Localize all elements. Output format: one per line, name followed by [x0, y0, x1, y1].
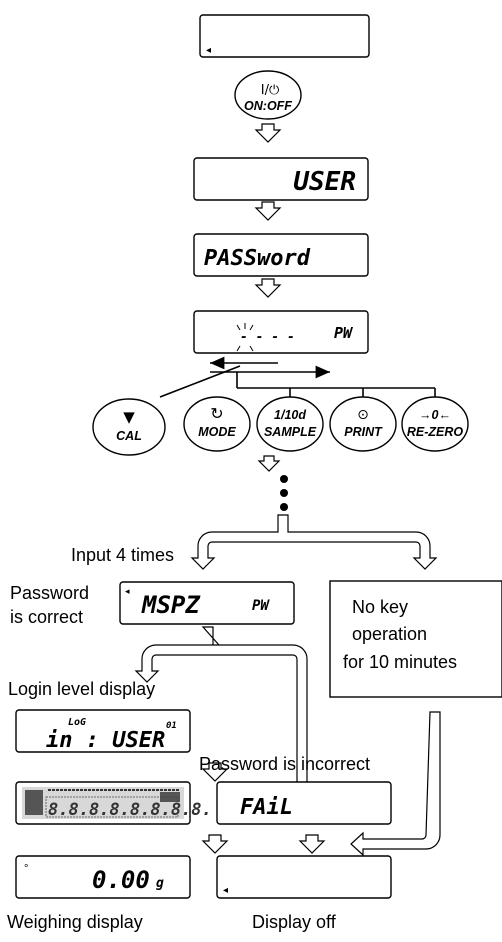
- login-main-text: in : USER: [46, 728, 165, 753]
- timeout-arrow-icon: [350, 711, 441, 857]
- fail-display-text: FAiL: [240, 795, 293, 820]
- sample-key-label: SAMPLE: [264, 425, 317, 439]
- key-arrows: [159, 356, 436, 400]
- display-password: PASSword: [193, 233, 369, 277]
- sample-key[interactable]: 1/10d SAMPLE: [256, 396, 324, 452]
- on-off-key-label: ON:OFF: [244, 99, 292, 113]
- blink-icon: [236, 323, 254, 352]
- print-key-label: PRINT: [344, 425, 383, 439]
- display-fail: FAiL: [216, 781, 392, 825]
- stable-indicator: °: [24, 863, 28, 875]
- display-weighing: ° 0.00 g: [15, 855, 191, 899]
- cal-key[interactable]: ▼ CAL: [92, 398, 166, 456]
- triangle-down-icon: ▼: [123, 408, 135, 426]
- display-off-bottom: ◂: [216, 855, 392, 899]
- on-off-key[interactable]: I/⏻ ON:OFF: [234, 70, 302, 120]
- power-icon: I/⏻: [261, 83, 280, 98]
- password-correct-label-2: is correct: [10, 607, 83, 627]
- down-arrow-icon: [201, 834, 229, 854]
- mode-key-label: MODE: [198, 425, 236, 439]
- display-login: LoG in : USER 01: [15, 709, 191, 753]
- password-incorrect-label: Password is incorrect: [199, 754, 370, 774]
- down-arrow-icon: [254, 278, 282, 298]
- password-correct-label-1: Password: [10, 583, 89, 603]
- sample-key-symbol: 1/10d: [274, 408, 306, 422]
- down-arrow-icon: [201, 762, 229, 782]
- mode-key[interactable]: ↻ MODE: [183, 396, 251, 452]
- down-arrow-icon: [298, 834, 326, 854]
- display-indicator: ◂: [223, 885, 228, 896]
- cal-key-label: CAL: [116, 429, 142, 443]
- repeat-dots: [280, 475, 288, 511]
- rezero-icon: →0←: [419, 408, 451, 422]
- display-correct: ◂ MSPZ PW: [119, 581, 295, 625]
- user-display-text: USER: [293, 167, 356, 197]
- pw-digits: - - - -: [240, 330, 295, 345]
- display-indicator: ◂: [206, 45, 211, 56]
- display-user: USER: [193, 157, 369, 201]
- flow-arrows: [201, 123, 326, 854]
- login-level-label: Login level display: [8, 679, 155, 699]
- weighing-display-label: Weighing display: [7, 912, 143, 932]
- login-top-text: LoG: [68, 717, 86, 728]
- display-all-segments: 8.8.8.8.8.8.8.8.: [15, 781, 212, 825]
- down-arrow-icon: [257, 455, 281, 472]
- weighing-unit: g: [156, 876, 164, 891]
- down-arrow-icon: [254, 123, 282, 143]
- password-display-text: PASSword: [204, 246, 311, 271]
- rezero-key-label: RE-ZERO: [407, 425, 464, 439]
- display-indicator: ◂: [125, 586, 130, 596]
- refresh-icon: ↻: [210, 404, 223, 423]
- no-key-label-1: No key: [352, 597, 408, 617]
- display-pw-entry: - - - - PW: [193, 310, 369, 354]
- no-key-box: No key operation for 10 minutes: [329, 580, 502, 698]
- correct-display-text: MSPZ: [141, 591, 201, 619]
- print-key[interactable]: ⊙ PRINT: [329, 396, 397, 452]
- rezero-key[interactable]: →0← RE-ZERO: [401, 396, 469, 452]
- correct-suffix: PW: [252, 598, 270, 614]
- display-off-top: ◂: [199, 14, 370, 58]
- all-segments-text: 8.8.8.8.8.8.8.8.: [48, 800, 212, 820]
- input-times-label: Input 4 times: [71, 545, 174, 565]
- down-arrow-icon: [254, 201, 282, 221]
- weighing-value: 0.00: [92, 866, 150, 894]
- branch-arrow-icon: [190, 514, 438, 570]
- display-off-label: Display off: [252, 912, 337, 932]
- print-icon: ⊙: [357, 407, 369, 423]
- split-arrow-icon: [134, 626, 315, 806]
- pw-suffix: PW: [334, 324, 354, 342]
- no-key-label-3: for 10 minutes: [343, 652, 457, 672]
- login-suffix: 01: [166, 721, 177, 731]
- no-key-label-2: operation: [352, 624, 427, 644]
